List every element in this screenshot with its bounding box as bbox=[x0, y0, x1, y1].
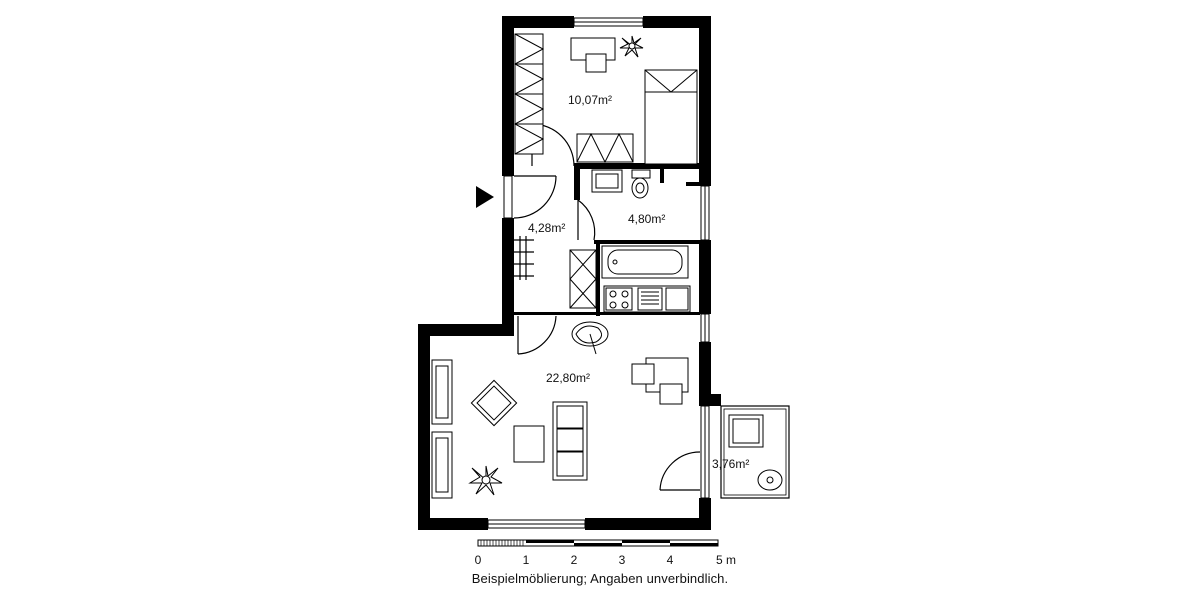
scale-tick-label: 2 bbox=[571, 553, 578, 567]
scale-tick-label: 0 bbox=[475, 553, 482, 567]
dresser bbox=[576, 133, 634, 163]
balcony-area-label: 3,76m² bbox=[712, 457, 749, 471]
drainboard bbox=[637, 287, 663, 311]
bedroom-furniture bbox=[513, 33, 698, 165]
armchair bbox=[470, 379, 518, 427]
living-furniture bbox=[431, 321, 689, 499]
kitchen-sink bbox=[665, 287, 689, 311]
living-area-label: 22,80m² bbox=[546, 371, 590, 385]
plant-icon bbox=[619, 35, 644, 58]
scale-tick-label: 4 bbox=[667, 553, 674, 567]
doors bbox=[513, 123, 701, 491]
coffee-table bbox=[513, 425, 545, 463]
scale-bar bbox=[477, 539, 719, 547]
plant-icon bbox=[468, 465, 503, 496]
entrance-arrow-icon bbox=[476, 186, 494, 208]
scale-tick-label: 5 m bbox=[716, 553, 736, 567]
scale-tick-labels: 0 1 2 3 4 5 m bbox=[475, 553, 736, 567]
bathroom-fixtures bbox=[591, 169, 689, 279]
footnote: Beispielmöblierung; Angaben unverbindlic… bbox=[471, 571, 729, 586]
balcony-chair bbox=[728, 414, 764, 448]
kitchen-furniture bbox=[569, 249, 691, 313]
walls bbox=[418, 16, 721, 530]
scale-tick-label: 3 bbox=[619, 553, 626, 567]
bathroom-area-label: 4,80m² bbox=[628, 212, 665, 226]
entrance bbox=[476, 175, 513, 219]
hallway-area-label: 4,28m² bbox=[528, 221, 565, 235]
bedroom-area-label: 10,07m² bbox=[568, 93, 612, 107]
fridge-cabinet bbox=[569, 249, 597, 309]
desk-chair bbox=[585, 53, 607, 73]
toilet-tank bbox=[631, 169, 651, 179]
balcony bbox=[720, 405, 790, 499]
dining-chair-2 bbox=[659, 383, 683, 405]
stove bbox=[605, 287, 633, 311]
scale-tick-label: 1 bbox=[523, 553, 530, 567]
dining-chair-1 bbox=[631, 363, 655, 385]
coat-rack bbox=[514, 236, 534, 280]
